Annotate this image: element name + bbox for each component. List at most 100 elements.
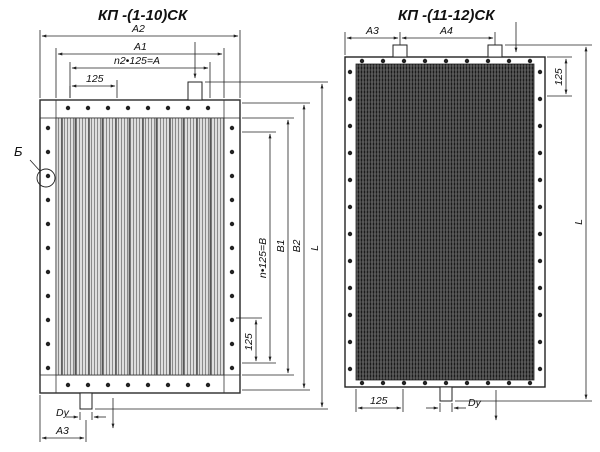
bolt-hole	[347, 69, 353, 75]
bolt-hole	[347, 231, 353, 237]
bolt-hole	[45, 245, 51, 251]
callout-circle	[36, 168, 56, 188]
bolt-hole	[229, 293, 235, 299]
bolt-hole	[165, 105, 171, 111]
bolt-hole	[485, 380, 491, 386]
bolt-hole	[205, 105, 211, 111]
bolt-hole	[347, 177, 353, 183]
bolt-hole	[229, 149, 235, 155]
bolt-hole	[125, 382, 131, 388]
bolt-hole	[45, 221, 51, 227]
dim-dy-left: Dy	[56, 407, 70, 419]
bolt-hole	[401, 380, 407, 386]
left-inlet-pipe	[187, 81, 203, 101]
dim-pitch-b: n•125=В	[257, 238, 269, 278]
bolt-hole	[506, 380, 512, 386]
bolt-hole	[380, 58, 386, 64]
bolt-hole	[347, 123, 353, 129]
bolt-hole	[347, 258, 353, 264]
bolt-hole	[537, 150, 543, 156]
bolt-hole	[185, 382, 191, 388]
bolt-hole	[229, 365, 235, 371]
bolt-hole	[45, 149, 51, 155]
bolt-hole	[45, 341, 51, 347]
bolt-hole	[537, 258, 543, 264]
dim-dy-right: Dy	[468, 397, 482, 409]
bolt-hole	[45, 197, 51, 203]
bolt-hole	[359, 58, 365, 64]
bolt-hole	[443, 58, 449, 64]
bolt-hole	[422, 58, 428, 64]
bolt-hole	[45, 269, 51, 275]
bolt-hole	[537, 231, 543, 237]
bolt-hole	[347, 96, 353, 102]
dim-a4-right: А4	[439, 25, 453, 37]
bolt-hole	[347, 204, 353, 210]
bolt-hole	[347, 339, 353, 345]
dim-step-side-right: 125	[553, 68, 565, 86]
bolt-hole	[105, 382, 111, 388]
bolt-hole	[537, 96, 543, 102]
bolt-hole	[65, 105, 71, 111]
right-unit-title: КП -(11-12)СК	[398, 7, 496, 24]
bolt-hole	[85, 105, 91, 111]
bolt-hole	[145, 105, 151, 111]
bolt-hole	[229, 341, 235, 347]
dim-a2: А2	[131, 23, 145, 35]
right-heater-unit: КП -(11-12)СК А3 А4 125 L 125	[344, 7, 592, 421]
bolt-hole	[537, 69, 543, 75]
bolt-hole	[527, 58, 533, 64]
dim-a3-left: А3	[55, 425, 69, 437]
bolt-hole	[347, 285, 353, 291]
bolt-hole	[229, 245, 235, 251]
bolt-hole	[125, 105, 131, 111]
bolt-hole	[229, 125, 235, 131]
dim-step-bottom-right: 125	[370, 395, 388, 407]
right-inlet-pipe-1	[392, 44, 408, 58]
bolt-hole	[537, 339, 543, 345]
bolt-hole	[45, 125, 51, 131]
dim-b2: В2	[291, 239, 303, 252]
bolt-hole	[165, 382, 171, 388]
bolt-hole	[45, 293, 51, 299]
right-outlet-pipe	[439, 386, 453, 402]
bolt-hole	[185, 105, 191, 111]
dim-a3-right: А3	[365, 25, 379, 37]
callout-label: Б	[14, 144, 23, 159]
bolt-hole	[380, 380, 386, 386]
bolt-hole	[65, 382, 71, 388]
dim-pitch-a: n2•125=А	[114, 55, 160, 67]
bolt-hole	[347, 366, 353, 372]
bolt-hole	[229, 317, 235, 323]
bolt-hole	[347, 312, 353, 318]
right-fin-core	[355, 63, 535, 381]
bolt-hole	[45, 365, 51, 371]
bolt-hole	[85, 382, 91, 388]
bolt-hole	[347, 150, 353, 156]
dim-step-side-left: 125	[243, 333, 255, 351]
left-heater-unit: КП -(1-10)СК А2 А1 n2•125=А	[14, 7, 328, 442]
left-fin-core	[55, 117, 225, 376]
left-tube-lines	[61, 118, 212, 375]
bolt-hole	[45, 317, 51, 323]
bolt-hole	[422, 380, 428, 386]
bolt-hole	[229, 221, 235, 227]
bolt-hole	[105, 105, 111, 111]
bolt-hole	[229, 197, 235, 203]
bolt-hole	[506, 58, 512, 64]
bolt-hole	[229, 173, 235, 179]
bolt-hole	[485, 58, 491, 64]
bolt-hole	[537, 177, 543, 183]
bolt-hole	[537, 285, 543, 291]
bolt-hole	[537, 204, 543, 210]
bolt-hole	[443, 380, 449, 386]
bolt-hole	[401, 58, 407, 64]
dim-b1: В1	[275, 240, 287, 253]
bolt-hole	[527, 380, 533, 386]
left-unit-title: КП -(1-10)СК	[98, 7, 189, 24]
bolt-hole	[205, 382, 211, 388]
bolt-hole	[464, 58, 470, 64]
bolt-hole	[45, 173, 51, 179]
